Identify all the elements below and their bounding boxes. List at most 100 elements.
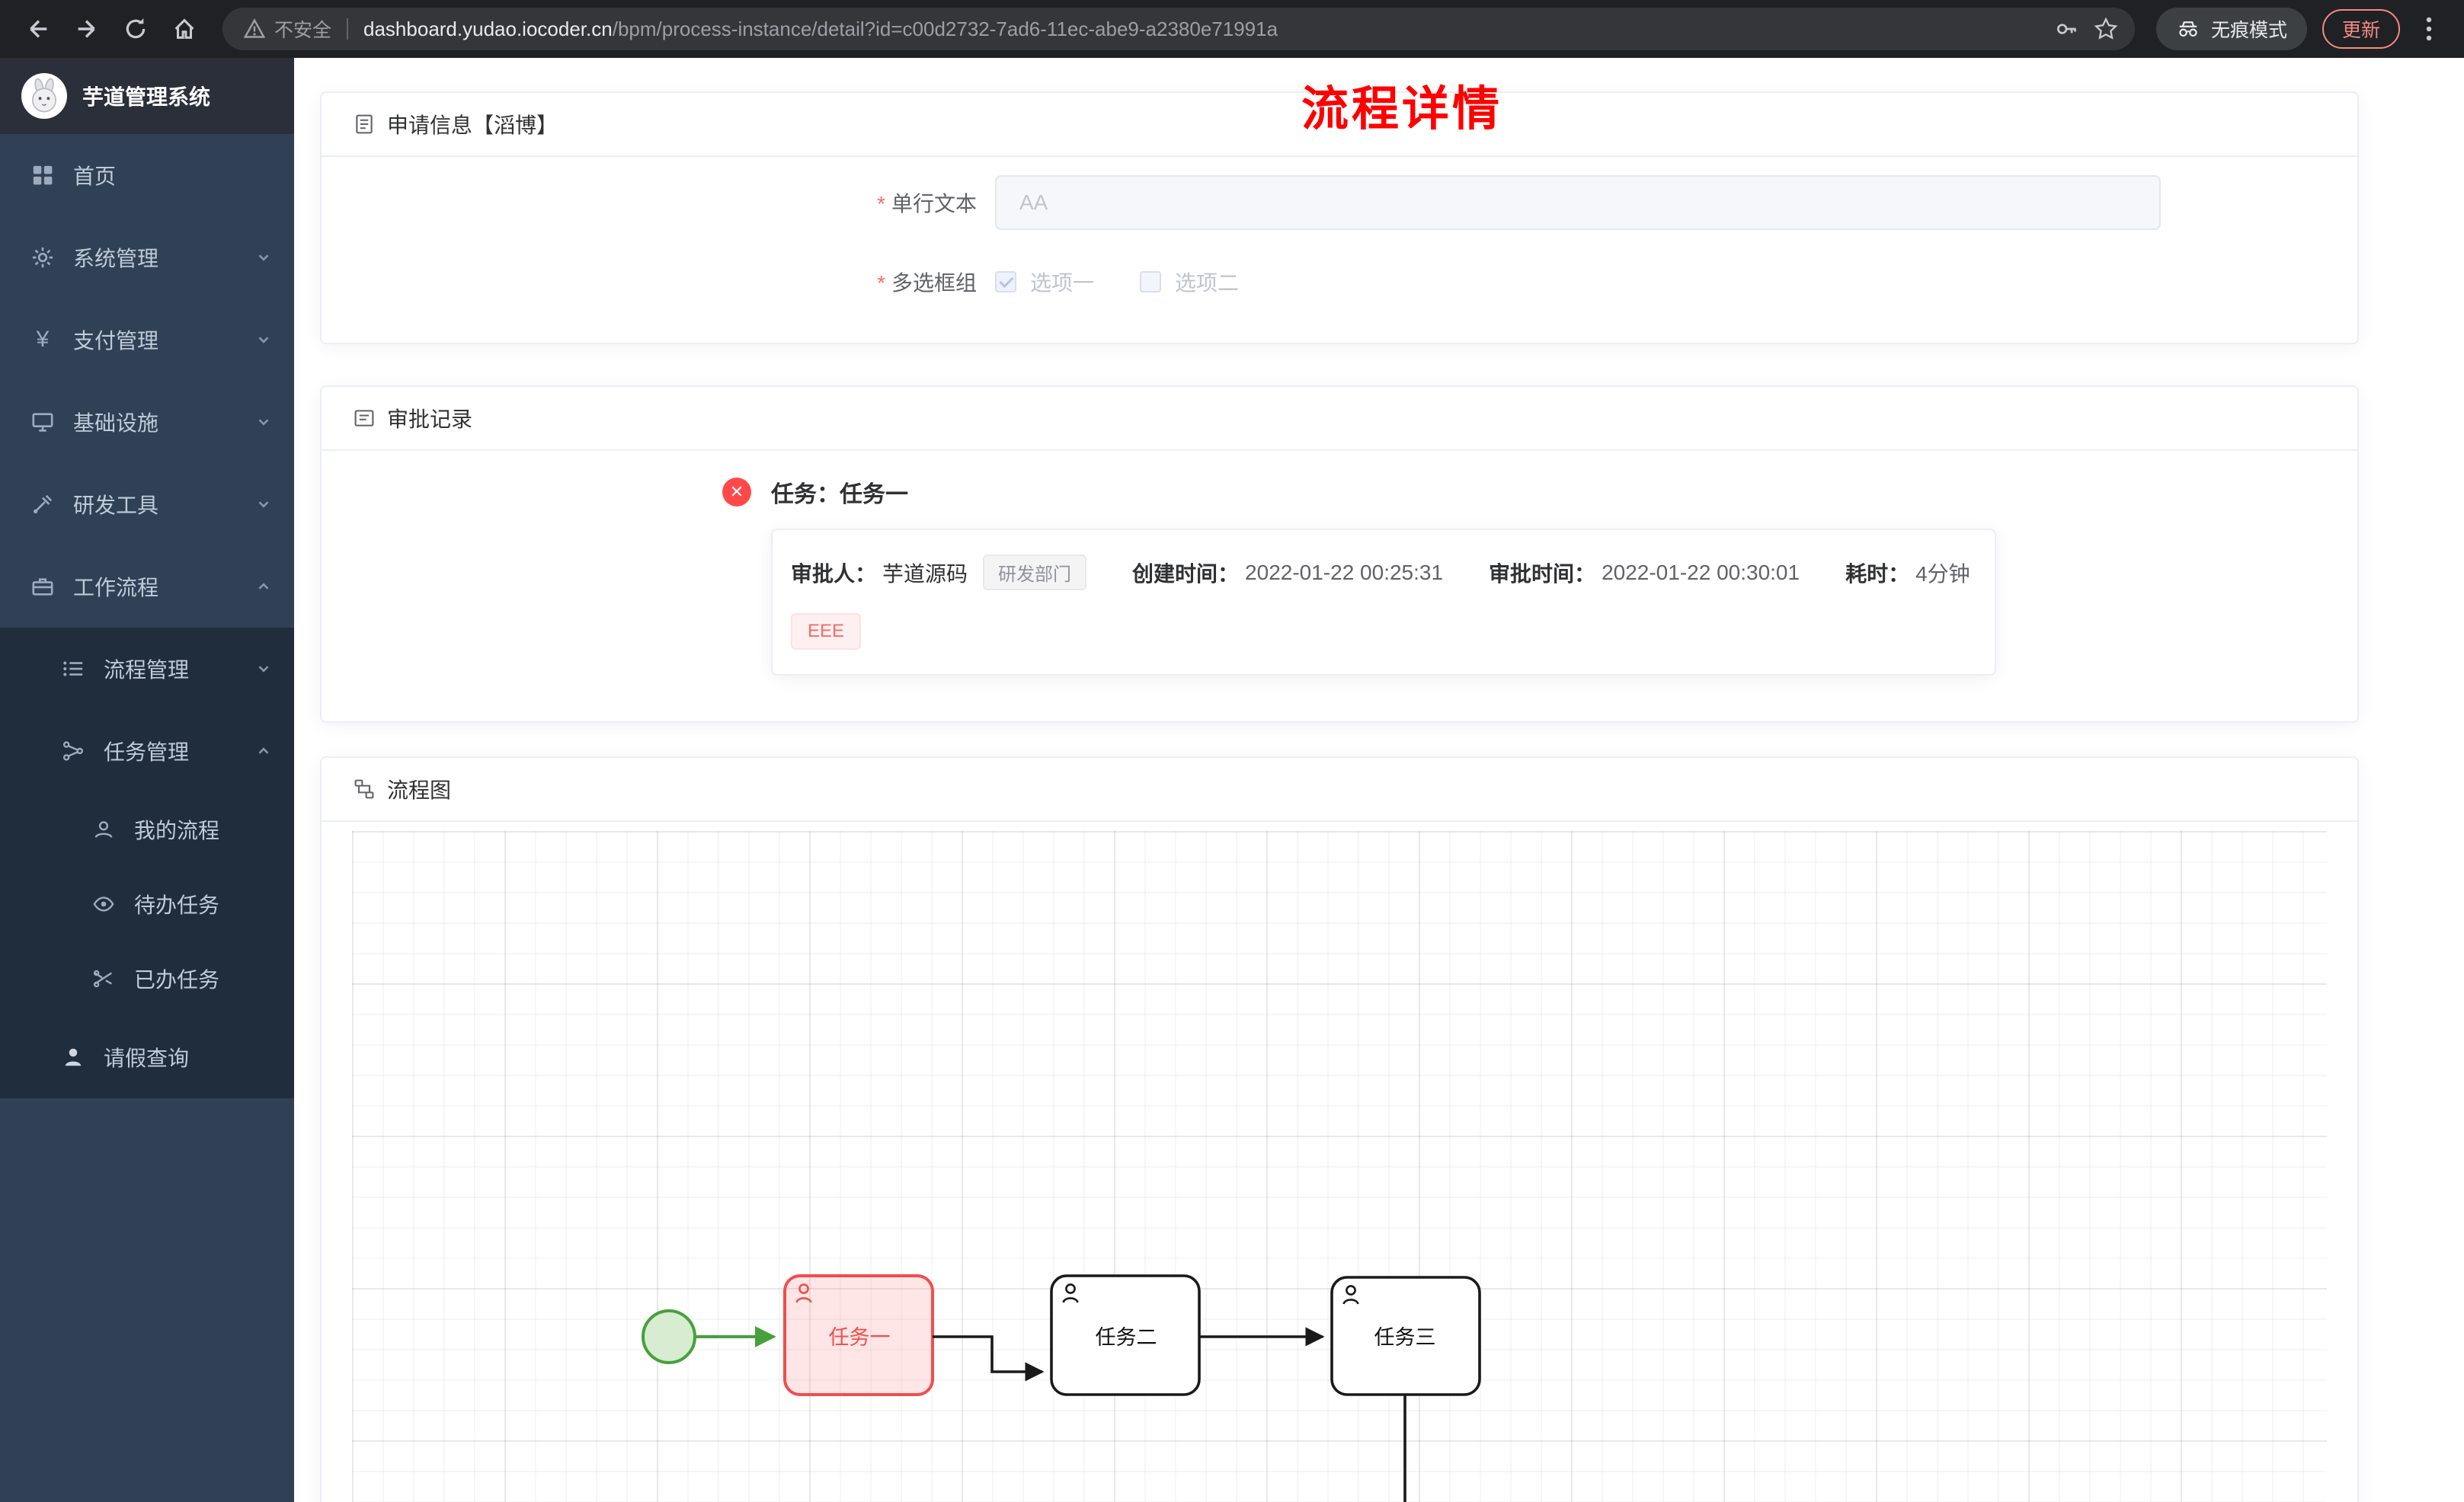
field-label: *单行文本 <box>877 192 977 216</box>
sidebar-item-infrastructure[interactable]: 基础设施 <box>0 381 294 463</box>
person-icon <box>61 1045 85 1069</box>
password-key-button[interactable] <box>2046 9 2086 49</box>
bookmark-button[interactable] <box>2086 9 2126 49</box>
sidebar-item-todo-tasks[interactable]: 待办任务 <box>0 867 294 941</box>
back-button[interactable] <box>15 6 61 52</box>
incognito-badge: 无痕模式 <box>2155 8 2307 50</box>
eye-icon <box>91 892 116 916</box>
form-icon <box>356 114 373 134</box>
approval-records-card-title: 审批记录 <box>387 407 473 431</box>
approver-name: 芋道源码 <box>882 561 968 586</box>
star-icon <box>2094 17 2118 40</box>
bpmn-task-1-label: 任务一 <box>829 1326 891 1349</box>
sidebar-item-label: 请假查询 <box>104 1047 190 1070</box>
apply-info-card: 申请信息【滔博】 *单行文本 *多选框组 选项一 <box>320 91 2359 344</box>
sidebar-item-workflow[interactable]: 工作流程 <box>0 545 294 628</box>
sidebar-item-label: 已办任务 <box>134 968 220 992</box>
list-icon <box>61 657 85 681</box>
url-domain: dashboard.yudao.iocoder.cn <box>363 17 613 40</box>
branch-icon <box>61 739 85 763</box>
sidebar-item-task-mgmt[interactable]: 任务管理 <box>0 710 294 792</box>
field-label: *多选框组 <box>877 271 977 295</box>
sidebar-menu: 首页 系统管理 ¥ 支付管理 基础设施 <box>0 134 294 1502</box>
home-button[interactable] <box>162 6 207 52</box>
apply-info-card-title: 申请信息【滔博】 <box>387 113 558 137</box>
bpmn-start-event[interactable] <box>642 1309 696 1364</box>
checkbox-label: 选项一 <box>1030 271 1095 295</box>
chevron-up-icon <box>254 577 273 596</box>
rabbit-logo-icon <box>31 78 57 113</box>
sidebar-item-system-mgmt[interactable]: 系统管理 <box>0 216 294 299</box>
chevron-down-icon <box>254 413 273 431</box>
sidebar-item-label: 系统管理 <box>73 247 159 270</box>
bpmn-canvas[interactable]: 任务一 任务二 <box>352 831 2327 1502</box>
bpmn-task-3-label: 任务三 <box>1374 1326 1436 1349</box>
incognito-label: 无痕模式 <box>2210 20 2287 41</box>
required-mark: * <box>877 271 885 295</box>
create-time-value: 2022-01-22 00:25:31 <box>1245 560 1444 584</box>
sidebar-item-process-mgmt[interactable]: 流程管理 <box>0 628 294 710</box>
bpmn-task-1[interactable]: 任务一 <box>783 1274 934 1396</box>
sidebar-item-label: 研发工具 <box>73 494 159 517</box>
approval-detail-card: 审批人： 芋道源码 研发部门 创建时间： 2022-01-22 00:25:31… <box>771 529 1996 676</box>
checkbox-checked-icon <box>995 271 1016 292</box>
approve-time-group: 审批时间： 2022-01-22 00:30:01 <box>1489 558 1800 588</box>
records-icon <box>354 410 374 427</box>
sidebar-item-my-process[interactable]: 我的流程 <box>0 792 294 867</box>
checkbox-option-1[interactable]: 选项一 <box>995 267 1094 297</box>
form-item-checkbox-group: *多选框组 选项一 选项二 <box>824 267 2357 297</box>
home-icon <box>174 18 194 39</box>
forward-button[interactable] <box>64 6 110 52</box>
briefcase-icon <box>30 574 55 599</box>
my-process-icon <box>91 817 116 842</box>
bpmn-task-2-label: 任务二 <box>1096 1326 1157 1349</box>
url-text: dashboard.yudao.iocoder.cn/bpm/process-i… <box>363 18 2046 41</box>
sidebar-item-label: 工作流程 <box>73 576 159 599</box>
sidebar-item-home[interactable]: 首页 <box>0 134 294 216</box>
app-title: 芋道管理系统 <box>82 85 211 109</box>
sidebar-item-payment-mgmt[interactable]: ¥ 支付管理 <box>0 299 294 381</box>
approver-group: 审批人： 芋道源码 研发部门 <box>791 554 1087 590</box>
rejected-x-icon: ✕ <box>722 478 751 507</box>
dashboard-icon <box>30 163 55 187</box>
chevron-down-icon <box>254 660 273 678</box>
sidebar-item-dev-tools[interactable]: 研发工具 <box>0 463 294 545</box>
arrow-left-icon <box>30 20 47 38</box>
chevron-down-icon <box>254 331 273 349</box>
form-item-single-line-text: *单行文本 <box>824 175 2357 230</box>
sidebar-item-done-tasks[interactable]: 已办任务 <box>0 941 294 1016</box>
process-diagram-card-header: 流程图 <box>322 758 2357 822</box>
kebab-menu-icon <box>2426 17 2432 41</box>
address-bar[interactable]: 不安全 dashboard.yudao.iocoder.cn/bpm/proce… <box>222 8 2135 50</box>
checkbox-label: 选项二 <box>1175 271 1240 295</box>
sidebar: 芋道管理系统 首页 系统管理 ¥ 支付管理 <box>0 58 294 1502</box>
app-logo[interactable]: 芋道管理系统 <box>0 58 294 134</box>
browser-menu-button[interactable] <box>2409 6 2449 52</box>
bpmn-diagram-svg: 任务一 任务二 <box>642 1274 1481 1502</box>
refresh-button[interactable] <box>113 6 158 52</box>
chrome-update-button[interactable]: 更新 <box>2322 9 2400 49</box>
approval-detail-line: 审批人： 芋道源码 研发部门 创建时间： 2022-01-22 00:25:31… <box>791 554 1976 590</box>
security-label: 不安全 <box>274 20 332 41</box>
chevron-up-icon <box>254 742 273 760</box>
approver-label: 审批人： <box>791 561 877 586</box>
browser-chrome: 不安全 dashboard.yudao.iocoder.cn/bpm/proce… <box>0 0 2464 58</box>
bpmn-task-2[interactable]: 任务二 <box>1050 1274 1201 1396</box>
required-mark: * <box>877 192 885 216</box>
bpmn-flow-task1-to-task2 <box>933 1335 1045 1382</box>
approve-time-label: 审批时间： <box>1489 561 1596 586</box>
sidebar-item-leave-query[interactable]: 请假查询 <box>0 1016 294 1098</box>
single-line-text-input[interactable] <box>995 175 2161 230</box>
yen-icon: ¥ <box>36 327 50 352</box>
not-secure-warning-icon <box>244 18 265 38</box>
gear-icon <box>30 245 55 270</box>
logo-avatar <box>21 73 67 119</box>
department-tag: 研发部门 <box>983 554 1087 590</box>
bpmn-task-3[interactable]: 任务三 <box>1330 1276 1481 1396</box>
sidebar-item-label: 待办任务 <box>134 893 220 917</box>
main-content: 流程详情 申请信息【滔博】 *单行文本 *多选框组 <box>294 58 2464 1502</box>
approval-records-card-header: 审批记录 <box>322 387 2357 451</box>
approve-time-value: 2022-01-22 00:30:01 <box>1602 560 1800 584</box>
checkbox-option-2[interactable]: 选项二 <box>1140 267 1239 297</box>
